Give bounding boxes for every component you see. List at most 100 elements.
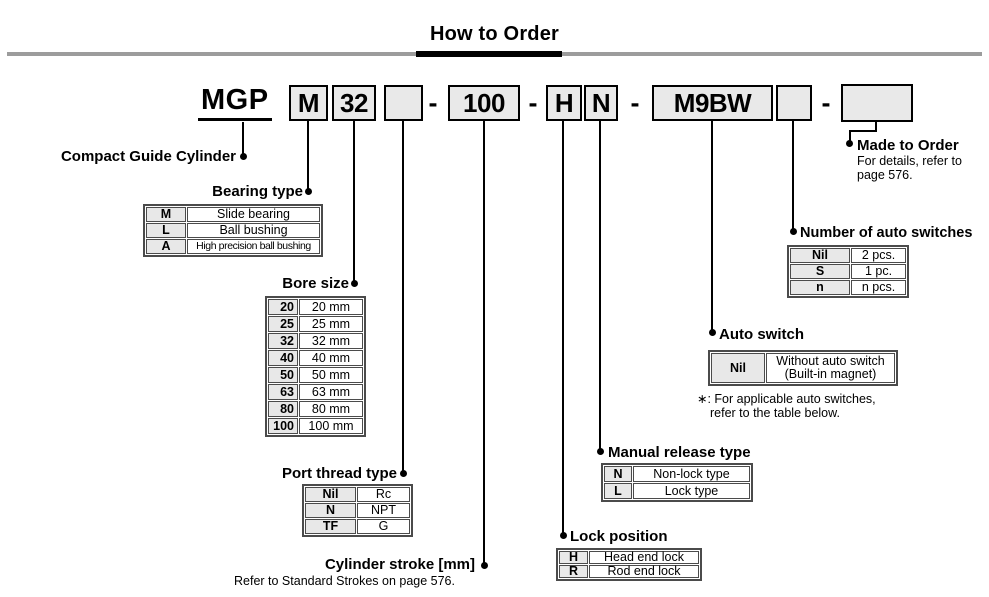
part-lock-box: H — [546, 85, 582, 121]
part-stroke-box: 100 — [448, 85, 520, 121]
bore-size-label: Bore size — [282, 275, 349, 292]
code-cell: M — [146, 207, 186, 222]
code-cell: 63 — [268, 384, 298, 400]
description-cell: Lock type — [633, 483, 750, 499]
description-cell: Head end lock — [589, 551, 699, 564]
code-cell: S — [790, 264, 850, 279]
description-cell: Rc — [357, 487, 410, 502]
bullet-switch-qty — [790, 228, 797, 235]
description-cell: 1 pc. — [851, 264, 906, 279]
connector-lock — [562, 121, 564, 535]
connector-port — [402, 121, 404, 473]
connector-switch-qty — [792, 121, 794, 231]
code-cell: L — [604, 483, 632, 499]
code-cell: H — [559, 551, 588, 564]
part-switch-box: M9BW — [652, 85, 773, 121]
description-cell: Rod end lock — [589, 565, 699, 578]
switch-qty-label: Number of auto switches — [800, 225, 973, 241]
code-cell: N — [305, 503, 356, 518]
part-release-box: N — [584, 85, 618, 121]
part-made-to-order-box — [841, 84, 913, 122]
description-cell: Without auto switch(Built-in magnet) — [766, 353, 895, 383]
made-to-order-label: Made to Order — [857, 137, 959, 154]
cylinder-stroke-note: Refer to Standard Strokes on page 576. — [234, 574, 455, 588]
code-cell: Nil — [305, 487, 356, 502]
connector-made-to-order-h — [849, 130, 877, 132]
code-cell: R — [559, 565, 588, 578]
bullet-port — [400, 470, 407, 477]
part-dash-3: - — [630, 87, 640, 118]
description-cell: n pcs. — [851, 280, 906, 295]
bullet-series — [240, 153, 247, 160]
code-cell: A — [146, 239, 186, 254]
bullet-auto-switch — [709, 329, 716, 336]
code-cell: 32 — [268, 333, 298, 349]
part-bearing-box: M — [289, 85, 328, 121]
code-cell: 50 — [268, 367, 298, 383]
made-to-order-note-line2: page 576. — [857, 168, 913, 182]
code-cell: n — [790, 280, 850, 295]
bullet-made-to-order — [846, 140, 853, 147]
description-cell: High precision ball bushing — [187, 239, 320, 254]
auto-switch-label: Auto switch — [719, 326, 804, 343]
description-cell: Non-lock type — [633, 466, 750, 482]
connector-auto-switch — [711, 121, 713, 332]
auto-switch-note-line2: refer to the table below. — [710, 406, 840, 420]
bullet-stroke — [481, 562, 488, 569]
part-bore-box: 32 — [332, 85, 376, 121]
description-cell: 32 mm — [299, 333, 363, 349]
cylinder-stroke-label: Cylinder stroke [mm] — [324, 556, 475, 573]
code-cell: Nil — [790, 248, 850, 263]
connector-bore — [353, 121, 355, 283]
description-cell: 25 mm — [299, 316, 363, 332]
connector-made-to-order-v1 — [875, 122, 877, 132]
description-cell: 50 mm — [299, 367, 363, 383]
description-cell: 80 mm — [299, 401, 363, 417]
description-cell: Ball bushing — [187, 223, 320, 238]
code-cell: 20 — [268, 299, 298, 315]
series-label: Compact Guide Cylinder — [60, 148, 236, 165]
lock-position-label: Lock position — [570, 528, 668, 545]
bullet-bearing — [305, 188, 312, 195]
code-cell: 80 — [268, 401, 298, 417]
description-cell: 20 mm — [299, 299, 363, 315]
title-rule-black — [416, 51, 562, 57]
connector-release — [599, 121, 601, 451]
part-port-box — [384, 85, 423, 121]
description-cell: 100 mm — [299, 418, 363, 434]
page-title: How to Order — [429, 23, 560, 45]
bullet-release — [597, 448, 604, 455]
code-cell: 40 — [268, 350, 298, 366]
manual-release-type-label: Manual release type — [608, 444, 751, 461]
part-dash-1: - — [428, 87, 438, 118]
bullet-lock — [560, 532, 567, 539]
description-cell: 2 pcs. — [851, 248, 906, 263]
code-cell: L — [146, 223, 186, 238]
